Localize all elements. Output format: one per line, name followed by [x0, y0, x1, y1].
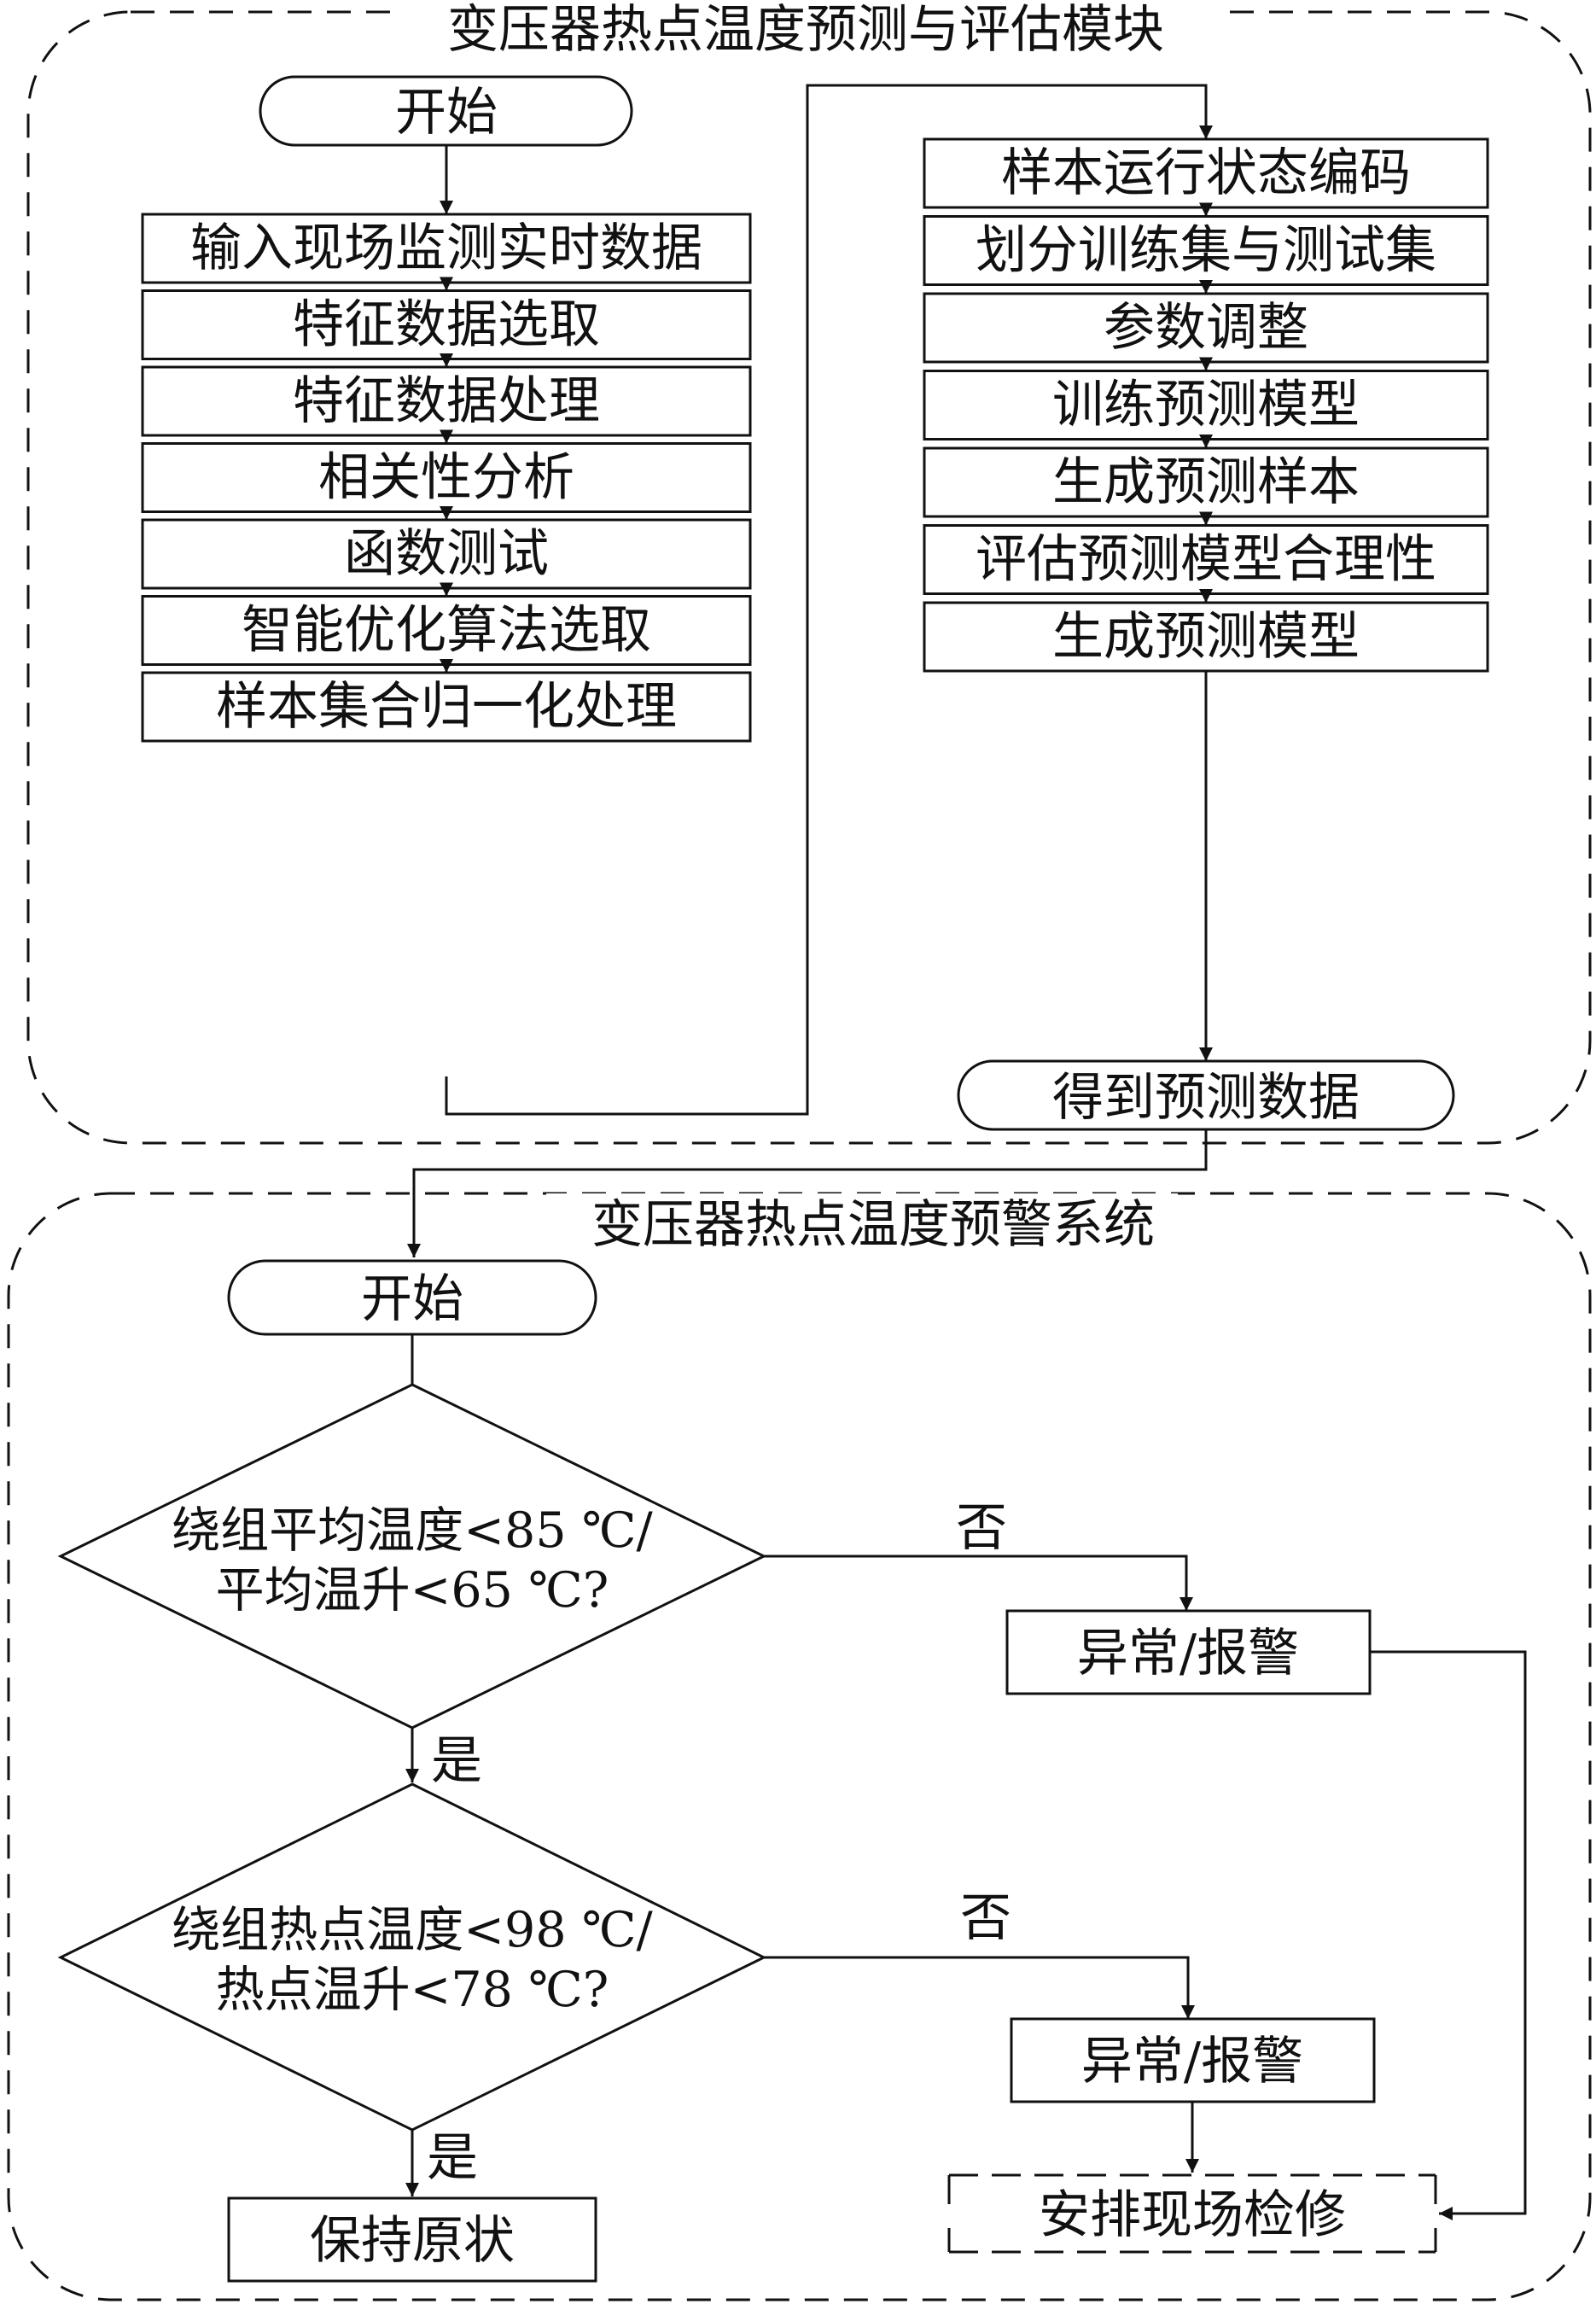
left-step-box-4	[141, 442, 752, 513]
right-step-label-7: 生成预测模型	[1052, 607, 1360, 667]
arrow-decision1-no	[764, 1555, 1193, 1611]
right-step-box-2	[923, 215, 1489, 286]
connector-module-to-warning	[407, 1129, 1208, 1257]
left-step-box-2	[141, 289, 752, 360]
decision-2-line1: 绕组热点温度<98 ℃/	[172, 1902, 653, 1958]
alarm-box-2	[1010, 2017, 1376, 2103]
right-step-box-4	[923, 370, 1489, 440]
arrow-alarm1-to-repair	[1370, 1650, 1527, 2220]
right-step-column: 样本运行状态编码划分训练集与测试集参数调整训练预测模型生成预测样本评估预测模型合…	[923, 137, 1489, 1061]
prediction-module-title: 变压器热点温度预测与评估模块	[447, 0, 1164, 60]
left-step-label-5: 函数测试	[344, 524, 549, 584]
left-step-label-1: 输入现场监测实时数据	[190, 219, 702, 278]
right-step-box-3	[923, 292, 1489, 364]
decision-2-line2: 热点温升<78 ℃?	[216, 1962, 609, 2018]
keep-status-label: 保持原状	[310, 2211, 515, 2271]
prediction-module-title-bg	[397, 0, 1216, 56]
alarm-box-2-label: 异常/报警	[1081, 2032, 1303, 2091]
left-step-label-4: 相关性分析	[318, 448, 574, 508]
repair-box	[947, 2173, 1437, 2254]
left-step-box-1	[141, 213, 752, 284]
left-step-column: 输入现场监测实时数据特征数据选取特征数据处理相关性分析函数测试智能优化算法选取样…	[141, 213, 752, 743]
alarm-box-1	[1005, 1609, 1372, 1695]
keep-status-box	[227, 2196, 597, 2283]
right-step-label-2: 划分训练集与测试集	[976, 221, 1436, 281]
no-label-2: 否	[960, 1888, 1011, 1948]
no-label-1: 否	[956, 1498, 1007, 1558]
right-step-label-3: 参数调整	[1104, 298, 1308, 358]
left-step-label-3: 特征数据处理	[293, 371, 600, 431]
yes-label-2: 是	[427, 2128, 478, 2188]
alarm-box-1-label: 异常/报警	[1077, 1624, 1299, 1683]
right-step-box-5	[923, 446, 1489, 518]
left-step-box-5	[141, 518, 752, 590]
warning-system-title: 变压器热点温度预警系统	[591, 1195, 1155, 1255]
left-step-box-7	[141, 671, 752, 743]
warning-system-frame	[7, 1192, 1592, 2301]
right-step-label-1: 样本运行状态编码	[1001, 143, 1411, 203]
arrow-decision2-no	[764, 1956, 1195, 2019]
right-step-label-4: 训练预测模型	[1052, 376, 1360, 435]
left-step-label-6: 智能优化算法选取	[242, 601, 651, 661]
decision-1-line1: 绕组平均温度<85 ℃/	[172, 1502, 653, 1559]
left-step-label-2: 特征数据选取	[293, 295, 600, 355]
right-step-label-5: 生成预测样本	[1052, 452, 1360, 512]
end-terminal-label: 得到预测数据	[1052, 1068, 1360, 1128]
decision-1-line2: 平均温升<65 ℃?	[216, 1562, 609, 1619]
connector-left-to-right	[445, 84, 1213, 1116]
right-step-box-7	[923, 601, 1489, 673]
warning-system-title-bg	[546, 1193, 1178, 1253]
right-step-label-6: 评估预测模型合理性	[976, 530, 1436, 590]
left-step-label-7: 样本集合归一化处理	[216, 677, 677, 737]
start-terminal-2-label: 开始	[361, 1269, 463, 1329]
repair-box-label: 安排现场检修	[1039, 2185, 1346, 2245]
start-terminal-1-label: 开始	[395, 83, 498, 143]
yes-label-1: 是	[431, 1731, 482, 1791]
